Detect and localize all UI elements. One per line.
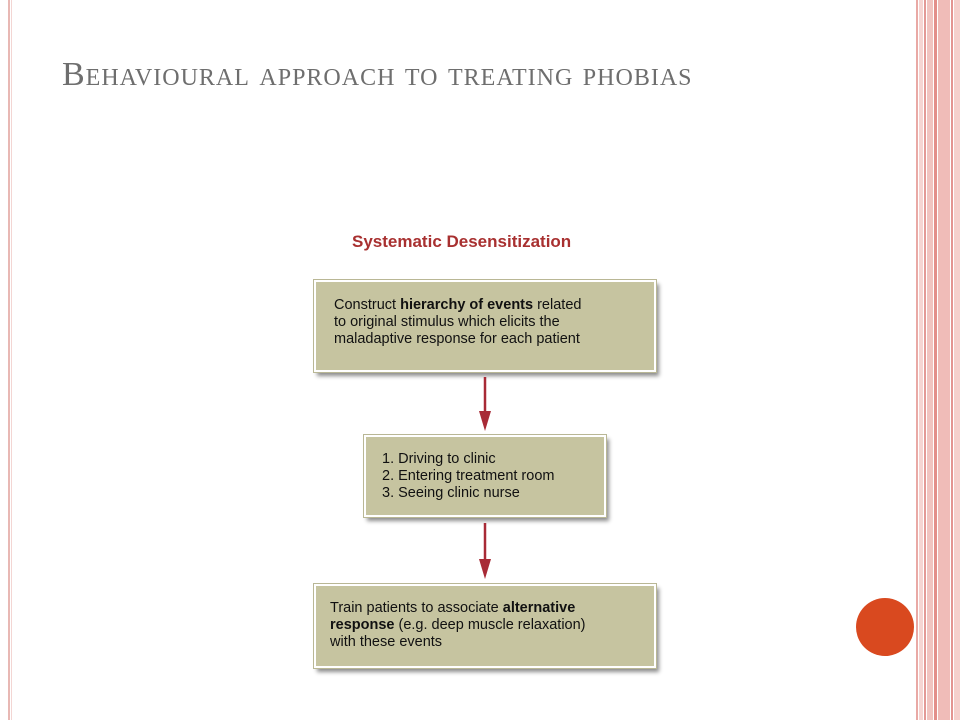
right-decorative-stripes xyxy=(916,0,960,720)
step3-line1: Train patients to associate alternative xyxy=(330,600,642,617)
step1-text: Construct xyxy=(334,297,401,313)
left-frame-line-inner xyxy=(11,0,12,720)
step3-text: (e.g. deep muscle relaxation) xyxy=(394,617,586,633)
step-box-hierarchy-items: 1. Driving to clinic 2. Entering treatme… xyxy=(363,434,607,518)
step1-line2: to original stimulus which elicits the xyxy=(334,314,560,330)
step1-text: related xyxy=(533,297,582,313)
slide-title: Behavioural approach to treating phobias xyxy=(62,56,693,93)
left-frame-line xyxy=(8,0,10,720)
step3-text: Train patients to associate xyxy=(330,600,503,616)
hierarchy-item: 2. Entering treatment room xyxy=(382,468,555,484)
diagram-title: Systematic Desensitization xyxy=(352,232,572,251)
hierarchy-item: 1. Driving to clinic xyxy=(382,451,496,467)
step1-bold-text: hierarchy of events xyxy=(400,297,534,313)
step3-line2: response (e.g. deep muscle relaxation) xyxy=(330,617,642,634)
step-box-hierarchy: Construct hierarchy of events related to… xyxy=(313,279,657,373)
accent-dot xyxy=(856,598,914,656)
hierarchy-item: 3. Seeing clinic nurse xyxy=(382,485,520,501)
arrow-down-icon xyxy=(478,377,492,433)
step3-bold-text: alternative xyxy=(502,600,576,616)
step1-line1: Construct hierarchy of events related xyxy=(334,297,642,314)
step3-line3: with these events xyxy=(330,634,443,650)
step-box-training: Train patients to associate alternative … xyxy=(313,583,657,669)
arrow-down-icon xyxy=(478,523,492,581)
step3-bold-text: response xyxy=(330,617,395,633)
step1-line3: maladaptive response for each patient xyxy=(334,331,580,347)
